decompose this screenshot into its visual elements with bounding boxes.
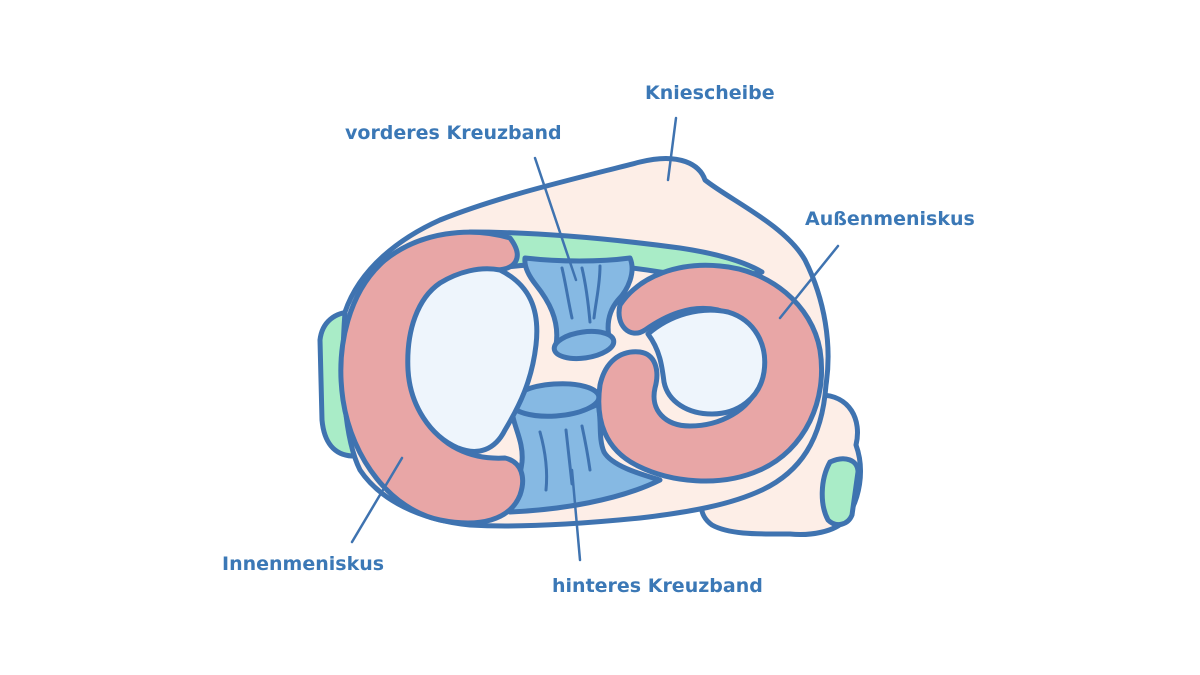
patella-leader: [666, 116, 678, 182]
acl-fiber: [580, 266, 592, 324]
acl-stump: [551, 328, 617, 362]
acl-leader: [533, 156, 578, 282]
lateral-meniscus-label: Außenmeniskus: [805, 208, 975, 230]
acl-label: vorderes Kreuzband: [345, 122, 562, 144]
medial-joint-surface: [405, 266, 540, 454]
pcl-label: hinteres Kreuzband: [552, 575, 763, 597]
pcl-leader: [570, 468, 582, 562]
pcl-fiber: [538, 430, 549, 492]
acl-fiber: [592, 264, 602, 320]
medial-meniscus-label: Innenmeniskus: [222, 553, 385, 575]
patella-label: Kniescheibe: [645, 82, 775, 104]
lateral-meniscus-leader: [778, 244, 840, 320]
fibula-cartilage: [819, 456, 861, 528]
medial-meniscus-leader: [350, 456, 404, 544]
lateral-joint-surface: [645, 307, 768, 417]
pcl-fiber: [564, 428, 574, 486]
pcl-fiber: [580, 424, 592, 472]
acl-fiber: [560, 266, 574, 320]
